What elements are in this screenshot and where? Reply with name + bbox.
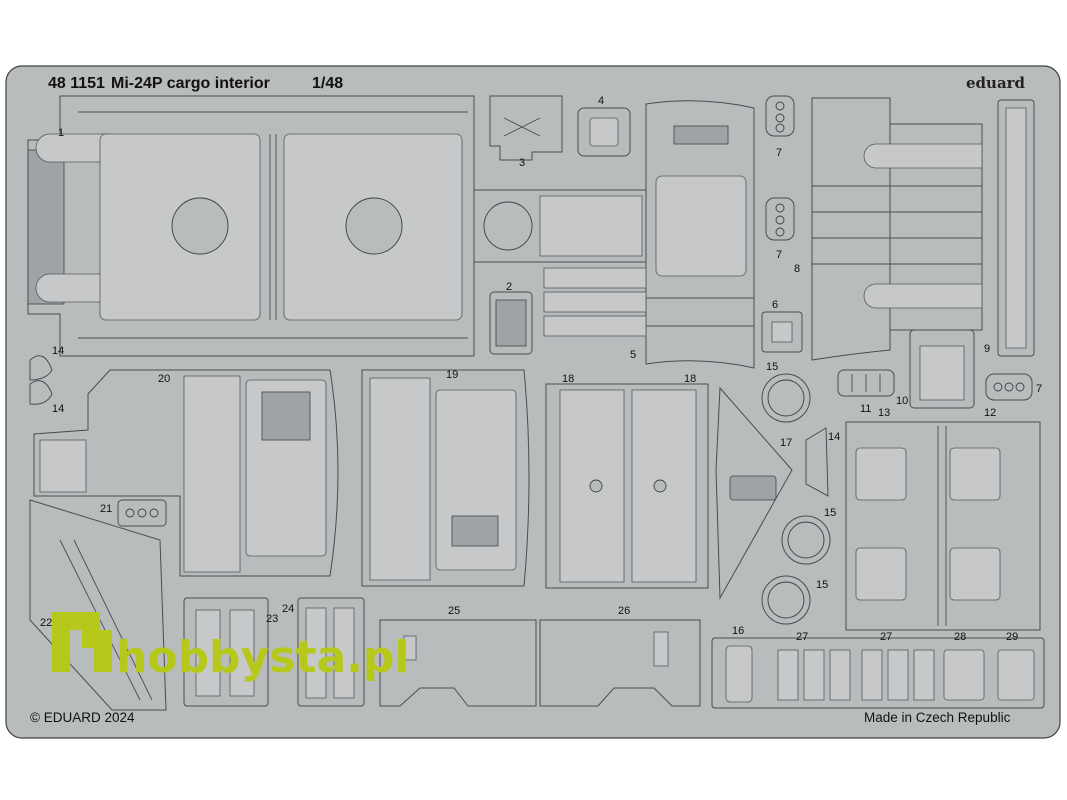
part-label-2: 2 <box>506 281 512 293</box>
part-label-15b: 15 <box>824 507 836 519</box>
part-label-11: 11 <box>860 403 871 415</box>
part-label-29: 29 <box>1006 631 1018 643</box>
part-label-21: 21 <box>100 503 112 515</box>
part-29 <box>997 649 1035 701</box>
part-label-5: 5 <box>630 349 636 361</box>
part-27-b <box>861 649 935 701</box>
product-code: 48 1151 <box>48 75 105 92</box>
part-11 <box>837 369 895 397</box>
part-label-18a: 18 <box>562 373 574 385</box>
part-1-floor-panel <box>27 95 475 357</box>
part-24 <box>297 597 365 707</box>
part-label-25: 25 <box>448 605 460 617</box>
part-label-8: 8 <box>794 263 800 275</box>
footer-copyright: © EDUARD 2024 <box>30 710 135 725</box>
part-2 <box>489 291 533 355</box>
part-label-7a: 7 <box>776 147 782 159</box>
part-label-7b: 7 <box>776 249 782 261</box>
product-title: Mi-24P cargo interior <box>111 75 270 92</box>
part-23 <box>183 597 269 707</box>
part-label-27a: 27 <box>796 631 808 643</box>
part-label-17: 17 <box>780 437 792 449</box>
footer-origin: Made in Czech Republic <box>864 710 1011 725</box>
part-label-9: 9 <box>984 343 990 355</box>
part-label-26: 26 <box>618 605 630 617</box>
part-label-3: 3 <box>519 157 525 169</box>
part-15-ring-mid <box>781 515 831 565</box>
part-4 <box>577 107 631 157</box>
part-label-23: 23 <box>266 613 278 625</box>
part-15-ring-bottom <box>761 575 811 625</box>
watermark-text: hobbysta.pl <box>116 632 409 683</box>
part-13-grid-panel <box>845 421 1041 631</box>
part-27-a <box>777 649 851 701</box>
part-label-6: 6 <box>772 299 778 311</box>
part-5-wall-panel <box>645 100 755 369</box>
part-label-14a: 14 <box>52 345 64 357</box>
part-10 <box>909 329 975 409</box>
part-label-13: 13 <box>878 407 890 419</box>
brand-logo: eduard <box>966 74 1026 92</box>
part-label-15a: 15 <box>766 361 778 373</box>
part-5-slats <box>543 267 647 337</box>
part-7-top <box>765 95 795 137</box>
part-label-27b: 27 <box>880 631 892 643</box>
part-label-15c: 15 <box>816 579 828 591</box>
part-14-left-bottom <box>29 380 53 405</box>
part-14-right <box>805 427 829 497</box>
part-label-28: 28 <box>954 631 966 643</box>
watermark: hobbysta.pl <box>52 612 409 683</box>
part-6 <box>761 311 803 353</box>
part-label-1: 1 <box>58 127 64 139</box>
part-19-panel <box>361 369 530 587</box>
part-3 <box>489 95 563 161</box>
part-20-panel <box>33 369 339 577</box>
part-28 <box>943 649 985 701</box>
part-14-left-top <box>29 355 53 381</box>
part-label-10: 10 <box>896 395 908 407</box>
product-scale: 1/48 <box>312 75 343 92</box>
part-15-ring-top <box>761 373 811 423</box>
part-9-strip <box>997 99 1035 357</box>
part-label-19: 19 <box>446 369 458 381</box>
part-label-24: 24 <box>282 603 294 615</box>
part-22-wedge <box>29 499 167 711</box>
part-8-louver-panel <box>811 97 983 361</box>
part-label-16: 16 <box>732 625 744 637</box>
watermark-logo-mark <box>52 612 112 672</box>
part-label-22: 22 <box>40 617 52 629</box>
part-7-right <box>985 373 1033 401</box>
part-label-18b: 18 <box>684 373 696 385</box>
part-7-mid <box>765 197 795 241</box>
part-label-14c: 14 <box>828 431 840 443</box>
part-label-4: 4 <box>598 95 604 107</box>
part-label-7c: 7 <box>1036 383 1042 395</box>
part-25 <box>379 619 537 707</box>
part-18-twin-panels <box>545 383 709 589</box>
part-21 <box>117 499 167 527</box>
part-17-kite <box>715 386 793 600</box>
part-label-14b: 14 <box>52 403 64 415</box>
part-26 <box>539 619 701 707</box>
part-label-12: 12 <box>984 407 996 419</box>
part-16 <box>725 645 753 703</box>
part-label-20: 20 <box>158 373 170 385</box>
